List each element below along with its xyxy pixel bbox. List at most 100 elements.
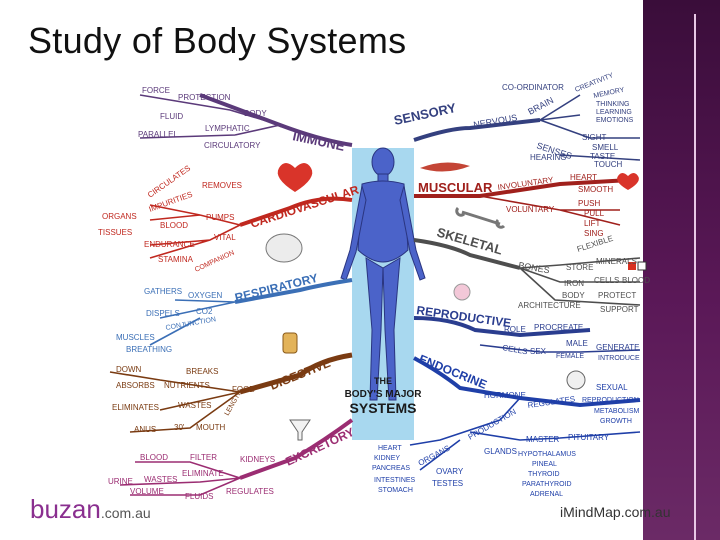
dig-word-wastes: WASTES [178, 401, 211, 410]
sens-word-hearing: HEARING [530, 153, 566, 162]
endo-word-pituitary: PITUITARY [568, 433, 610, 442]
digestive-label: DIGESTIVE [268, 356, 333, 393]
endo-word-production: PRODUCTION [467, 407, 518, 442]
excr-word-fluids: FLUIDS [185, 492, 213, 501]
resp-word-oxygen: OXYGEN [188, 291, 222, 300]
endo-word-ovary: OVARY [436, 467, 464, 476]
immune-word-force: FORCE [142, 86, 170, 95]
food-jar-icon [282, 332, 298, 354]
immune-word-protection: PROTECTION [178, 93, 231, 102]
musc-word-smooth: SMOOTH [578, 185, 613, 194]
dig-word-eliminates: ELIMINATES [112, 403, 159, 412]
sens-word-coordinator: CO-ORDINATOR [502, 83, 564, 92]
branch-cardiovascular: CARDIOVASCULAR CIRCULATES IMPURITIES REM… [98, 163, 361, 274]
buzan-logo[interactable]: buzan.com.au [30, 494, 151, 525]
dig-word-anus: ANUS [134, 425, 156, 434]
excr-word-filter: FILTER [190, 453, 217, 462]
excr-word-blood: BLOOD [140, 453, 168, 462]
musc-word-voluntary: VOLUNTARY [506, 205, 555, 214]
cardio-word-stamina: STAMINA [158, 255, 194, 264]
center-label: THE BODY'S MAJOR SYSTEMS [345, 376, 423, 416]
branch-respiratory: RESPIRATORY GATHERS OXYGEN DISPELS CO2 C… [116, 233, 353, 354]
skel-word-iron: IRON [564, 279, 584, 288]
branch-immune: IMMUNE FORCE PROTECTION BODY FLUID LYMPH… [138, 86, 353, 154]
musc-word-sing: SING [584, 229, 604, 238]
dig-word-mouth: MOUTH [196, 423, 226, 432]
bone-icon [455, 206, 506, 229]
sens-word-taste: TASTE [590, 152, 615, 161]
excr-word-eliminate: ELIMINATE [182, 469, 224, 478]
excr-word-regulates: REGULATES [226, 487, 274, 496]
page-title: Study of Body Systems [28, 20, 407, 61]
endo-word-reproduction: REPRODUCTION [582, 397, 639, 404]
endo-word-kidney: KIDNEY [374, 455, 400, 462]
funnel-icon [289, 419, 311, 441]
endo-word-hypothalamus: HYPOTHALAMUS [518, 451, 576, 458]
endo-word-stomach: STOMACH [378, 487, 413, 494]
dig-word-nutrients: NUTRIENTS [164, 381, 210, 390]
sens-word-emotions: EMOTIONS [596, 117, 634, 124]
resp-word-co2: CO2 [196, 307, 213, 316]
dig-word-food: FOOD [232, 385, 255, 394]
endo-word-hormone: HORMONE [484, 391, 526, 400]
sens-word-touch: TOUCH [594, 160, 623, 169]
red-square-icon [628, 262, 636, 270]
sens-word-sight: SIGHT [582, 133, 607, 142]
cardio-word-endurance: ENDURANCE [144, 240, 195, 249]
skel-word-store: STORE [566, 263, 593, 272]
sens-word-learning: LEARNING [596, 109, 632, 116]
repro-word-introduce: INTRODUCE [598, 355, 640, 362]
excr-word-volume: VOLUME [130, 487, 164, 496]
resp-word-gathers: GATHERS [144, 287, 182, 296]
dig-word-down: DOWN [116, 365, 142, 374]
immune-word-circulatory: CIRCULATORY [204, 141, 261, 150]
endo-word-thyroid: THYROID [528, 471, 560, 478]
buzan-logo-name: buzan [30, 494, 101, 524]
imindmap-link[interactable]: iMindMap.com.au [560, 504, 671, 520]
cardio-label: CARDIOVASCULAR [249, 182, 361, 230]
cardio-word-vital: VITAL [214, 233, 236, 242]
excr-word-wastes: WASTES [144, 475, 177, 484]
endo-word-metabolism: METABOLISM [594, 408, 640, 415]
repro-word-sex: SEX [530, 347, 547, 356]
heart-icon [277, 163, 313, 192]
immune-word-parallel: PARALLEL [138, 130, 178, 139]
small-heart-icon [617, 173, 639, 190]
excr-word-kidneys: KIDNEYS [240, 455, 275, 464]
center-label-line1: THE [374, 376, 392, 386]
immune-word-lymphatic: LYMPHATIC [205, 124, 250, 133]
skel-word-blood: BLOOD [622, 276, 650, 285]
cardio-word-companion: COMPANION [194, 249, 236, 273]
skel-word-support: SUPPORT [600, 305, 639, 314]
endo-word-intestines: INTESTINES [374, 477, 416, 484]
muscular-label: MUSCULAR [418, 180, 493, 195]
endo-word-testes: TESTES [432, 479, 463, 488]
sens-word-smell: SMELL [592, 143, 619, 152]
head-profile-icon [566, 370, 586, 390]
sens-word-memory: MEMORY [593, 87, 625, 100]
dig-word-absorbs: ABSORBS [116, 381, 155, 390]
endo-word-glands: GLANDS [484, 447, 517, 456]
repro-word-female: FEMALE [556, 353, 584, 360]
accent-divider [694, 14, 696, 540]
dig-word-breaks: BREAKS [186, 367, 218, 376]
cardio-word-organs: ORGANS [102, 212, 137, 221]
immune-label: IMMUNE [291, 128, 346, 154]
skel-word-protect: PROTECT [598, 291, 636, 300]
skel-word-cells: CELLS [594, 276, 619, 285]
lungs-cloud-icon [265, 233, 303, 263]
musc-word-heart: HEART [570, 173, 597, 182]
resp-word-dispels: DISPELS [146, 309, 180, 318]
resp-word-conjunction: CONJUNCTION [165, 316, 216, 332]
dig-word-30: 30' [174, 423, 185, 432]
repro-word-procreate: PROCREATE [534, 323, 583, 332]
branch-sensory: SENSORY CO-ORDINATOR CREATIVITY MEMORY T… [393, 72, 641, 169]
excr-word-urine: URINE [108, 477, 133, 486]
human-figure-illustration [340, 147, 426, 401]
center-label-line3: SYSTEMS [350, 400, 417, 416]
branch-digestive: DIGESTIVE DOWN BREAKS ABSORBS NUTRIENTS … [109, 332, 353, 434]
endo-word-adrenal: ADRENAL [530, 491, 563, 498]
buzan-logo-domain: .com.au [100, 505, 151, 521]
baby-icon [453, 283, 471, 301]
